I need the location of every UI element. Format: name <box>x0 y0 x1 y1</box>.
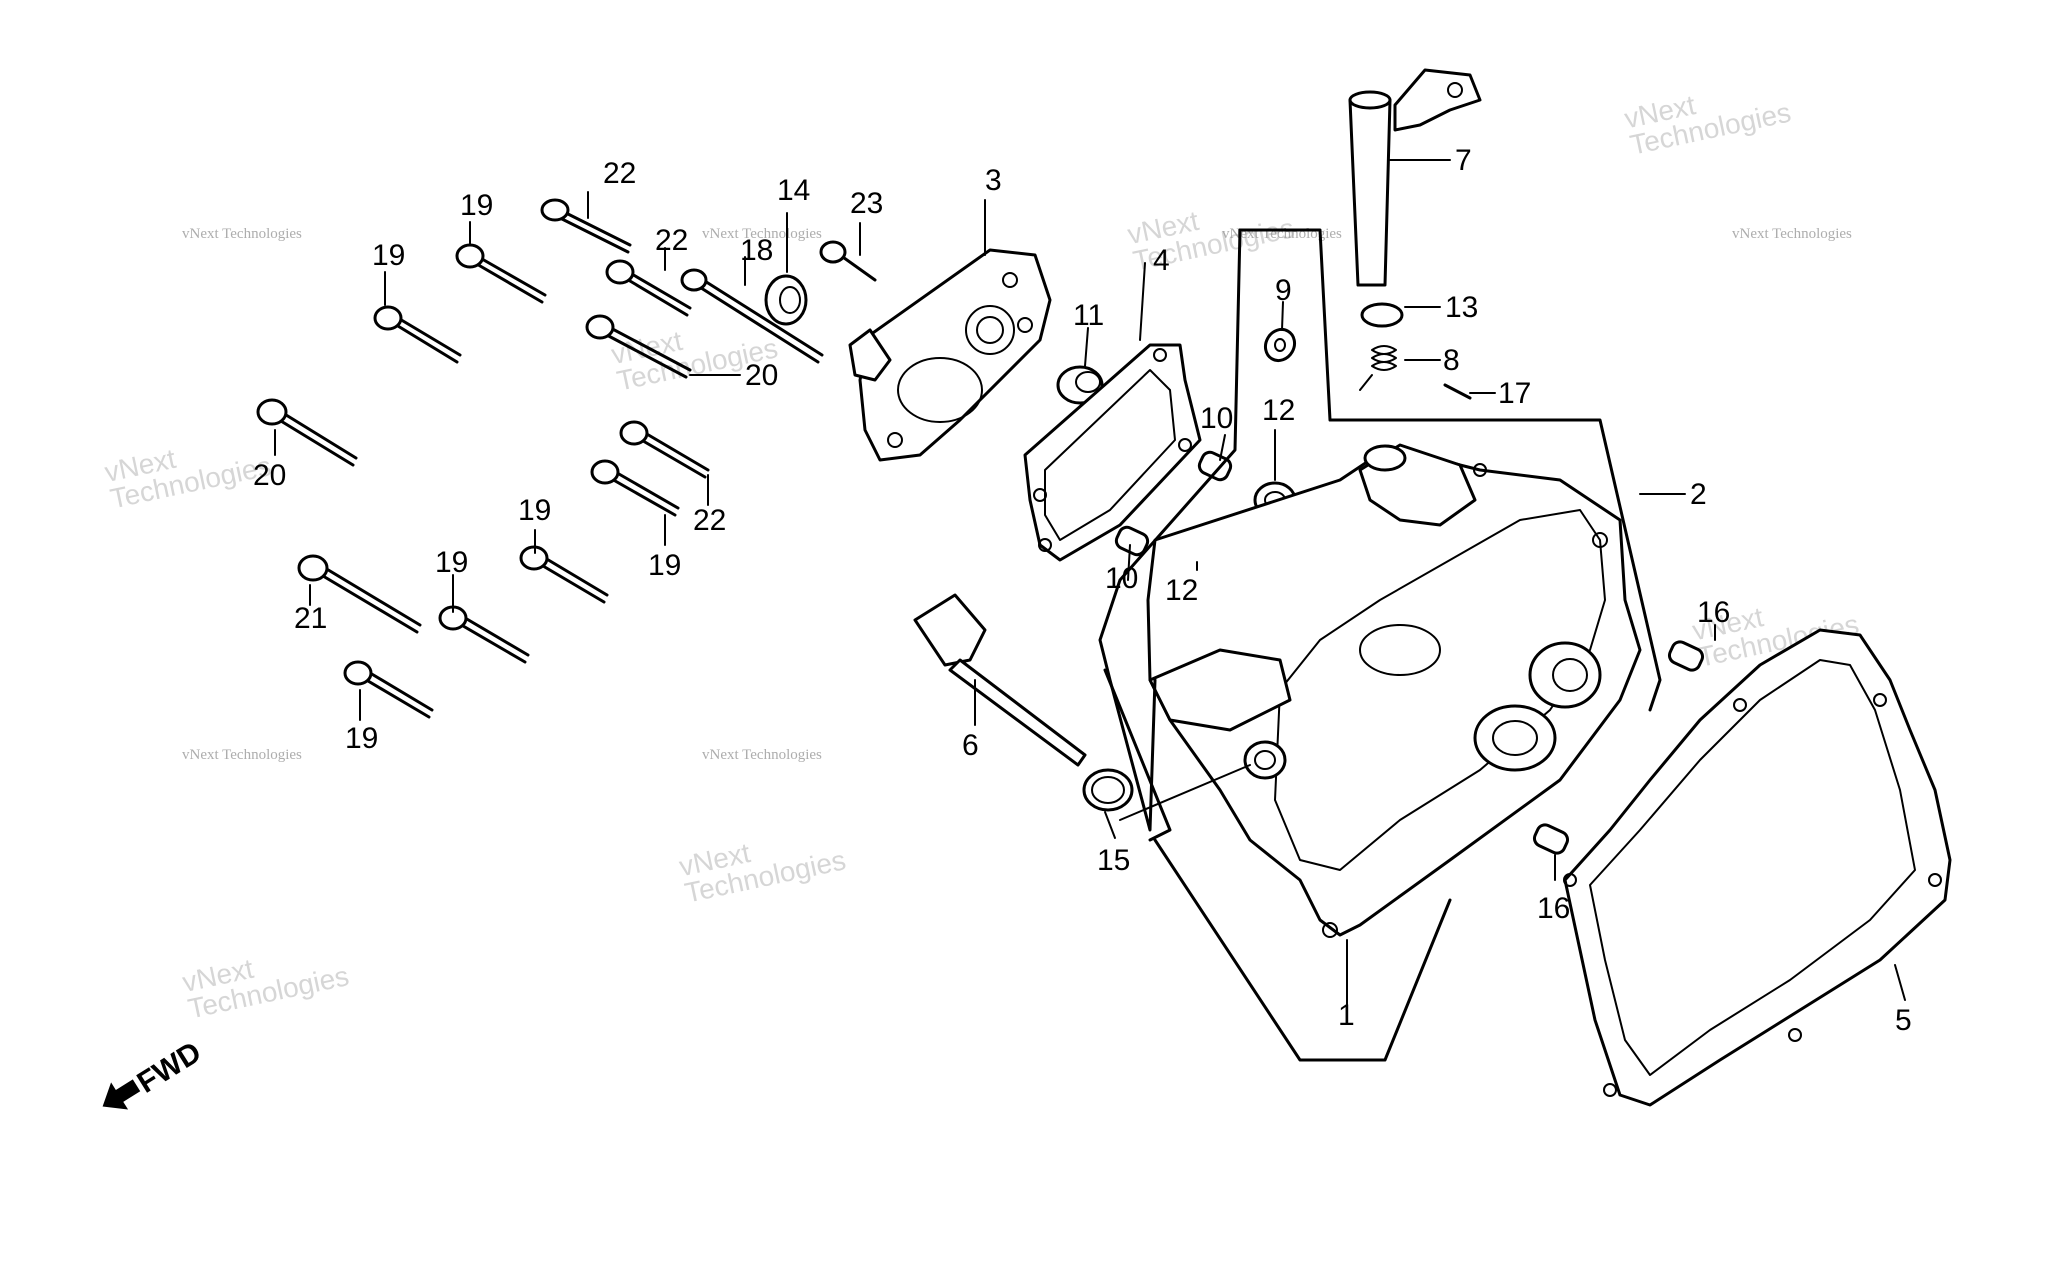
callout-4: 4 <box>1153 244 1170 277</box>
part-16-dowel-b <box>1532 823 1570 855</box>
callout-19: 19 <box>345 722 378 755</box>
callout-6: 6 <box>962 729 979 762</box>
bolt-22a <box>540 198 632 254</box>
callout-22: 22 <box>655 224 688 257</box>
fwd-indicator: FWD <box>102 1036 207 1110</box>
part-15-oring <box>1082 768 1134 812</box>
callout-19: 19 <box>648 549 681 582</box>
callout-20: 20 <box>745 359 778 392</box>
callout-10: 10 <box>1200 402 1233 435</box>
callout-12: 12 <box>1165 574 1198 607</box>
bolt-19f <box>343 660 434 719</box>
part-10-dowel-b <box>1114 525 1150 557</box>
bolt-22b <box>605 259 692 317</box>
bolt-19b <box>373 305 462 364</box>
watermark-small: vNext Technologies <box>702 747 822 763</box>
callout-15: 15 <box>1097 844 1130 877</box>
callout-19: 19 <box>372 239 405 272</box>
callout-19: 19 <box>518 494 551 527</box>
part-1-crankcase <box>1146 443 1642 938</box>
part-3-cover <box>848 248 1052 462</box>
callout-21: 21 <box>294 602 327 635</box>
callout-9: 9 <box>1275 274 1292 307</box>
bolt-22c <box>619 420 710 479</box>
callout-19: 19 <box>435 546 468 579</box>
callout-16: 16 <box>1697 596 1730 629</box>
callout-17: 17 <box>1498 377 1531 410</box>
bolt-19d <box>519 545 609 604</box>
bolts <box>256 198 877 719</box>
callout-16: 16 <box>1537 892 1570 925</box>
callout-20: 20 <box>253 459 286 492</box>
part-2-bracket-lines <box>1098 228 1662 1062</box>
watermark-small: vNext Technologies <box>702 226 822 242</box>
bolt-19a <box>455 243 547 304</box>
callout-8: 8 <box>1443 344 1460 377</box>
part-8-spring <box>1359 345 1397 391</box>
part-11-bearing <box>1056 365 1104 405</box>
watermark-small: vNext Technologies <box>1732 226 1852 242</box>
part-13-nut <box>1360 302 1404 328</box>
callout-12: 12 <box>1262 394 1295 427</box>
bolt-21 <box>297 554 422 634</box>
part-7-shaft <box>1348 68 1482 287</box>
part-5-gasket <box>1563 628 1952 1107</box>
leader-lines <box>274 159 1906 1006</box>
callout-2: 2 <box>1690 478 1707 511</box>
callout-5: 5 <box>1895 1004 1912 1037</box>
callout-22: 22 <box>603 157 636 190</box>
bolt-19e <box>438 605 530 664</box>
part-10-dowel-a <box>1197 450 1233 482</box>
callout-14: 14 <box>777 174 810 207</box>
callout-labels: 22 19 19 22 18 14 23 3 4 11 9 20 20 10 1… <box>253 144 1912 1037</box>
part-16-dowel-a <box>1667 640 1705 672</box>
callout-13: 13 <box>1445 291 1478 324</box>
part-4-gasket <box>1023 343 1202 562</box>
callout-10: 10 <box>1105 562 1138 595</box>
callout-7: 7 <box>1455 144 1472 177</box>
callout-11: 11 <box>1073 299 1104 332</box>
part-17-pin <box>1443 383 1472 400</box>
watermark-small: vNext Technologies <box>182 747 302 763</box>
fwd-label: FWD <box>132 1036 207 1100</box>
part-9-washer <box>1263 327 1297 363</box>
callout-1: 1 <box>1338 999 1355 1032</box>
watermark-small: vNext Technologies <box>182 226 302 242</box>
bolt-20b <box>256 398 358 467</box>
part-14-collar <box>764 274 808 326</box>
callout-23: 23 <box>850 187 883 220</box>
callout-3: 3 <box>985 164 1002 197</box>
callout-22: 22 <box>693 504 726 537</box>
bolt-23 <box>819 240 877 282</box>
bolt-18 <box>680 268 824 364</box>
part-6-dipstick <box>913 593 1087 767</box>
fwd-arrow-icon <box>102 1079 141 1110</box>
callout-18: 18 <box>740 234 773 267</box>
bolt-19c <box>590 459 680 517</box>
callout-19: 19 <box>460 189 493 222</box>
bolt-20a <box>585 314 692 379</box>
